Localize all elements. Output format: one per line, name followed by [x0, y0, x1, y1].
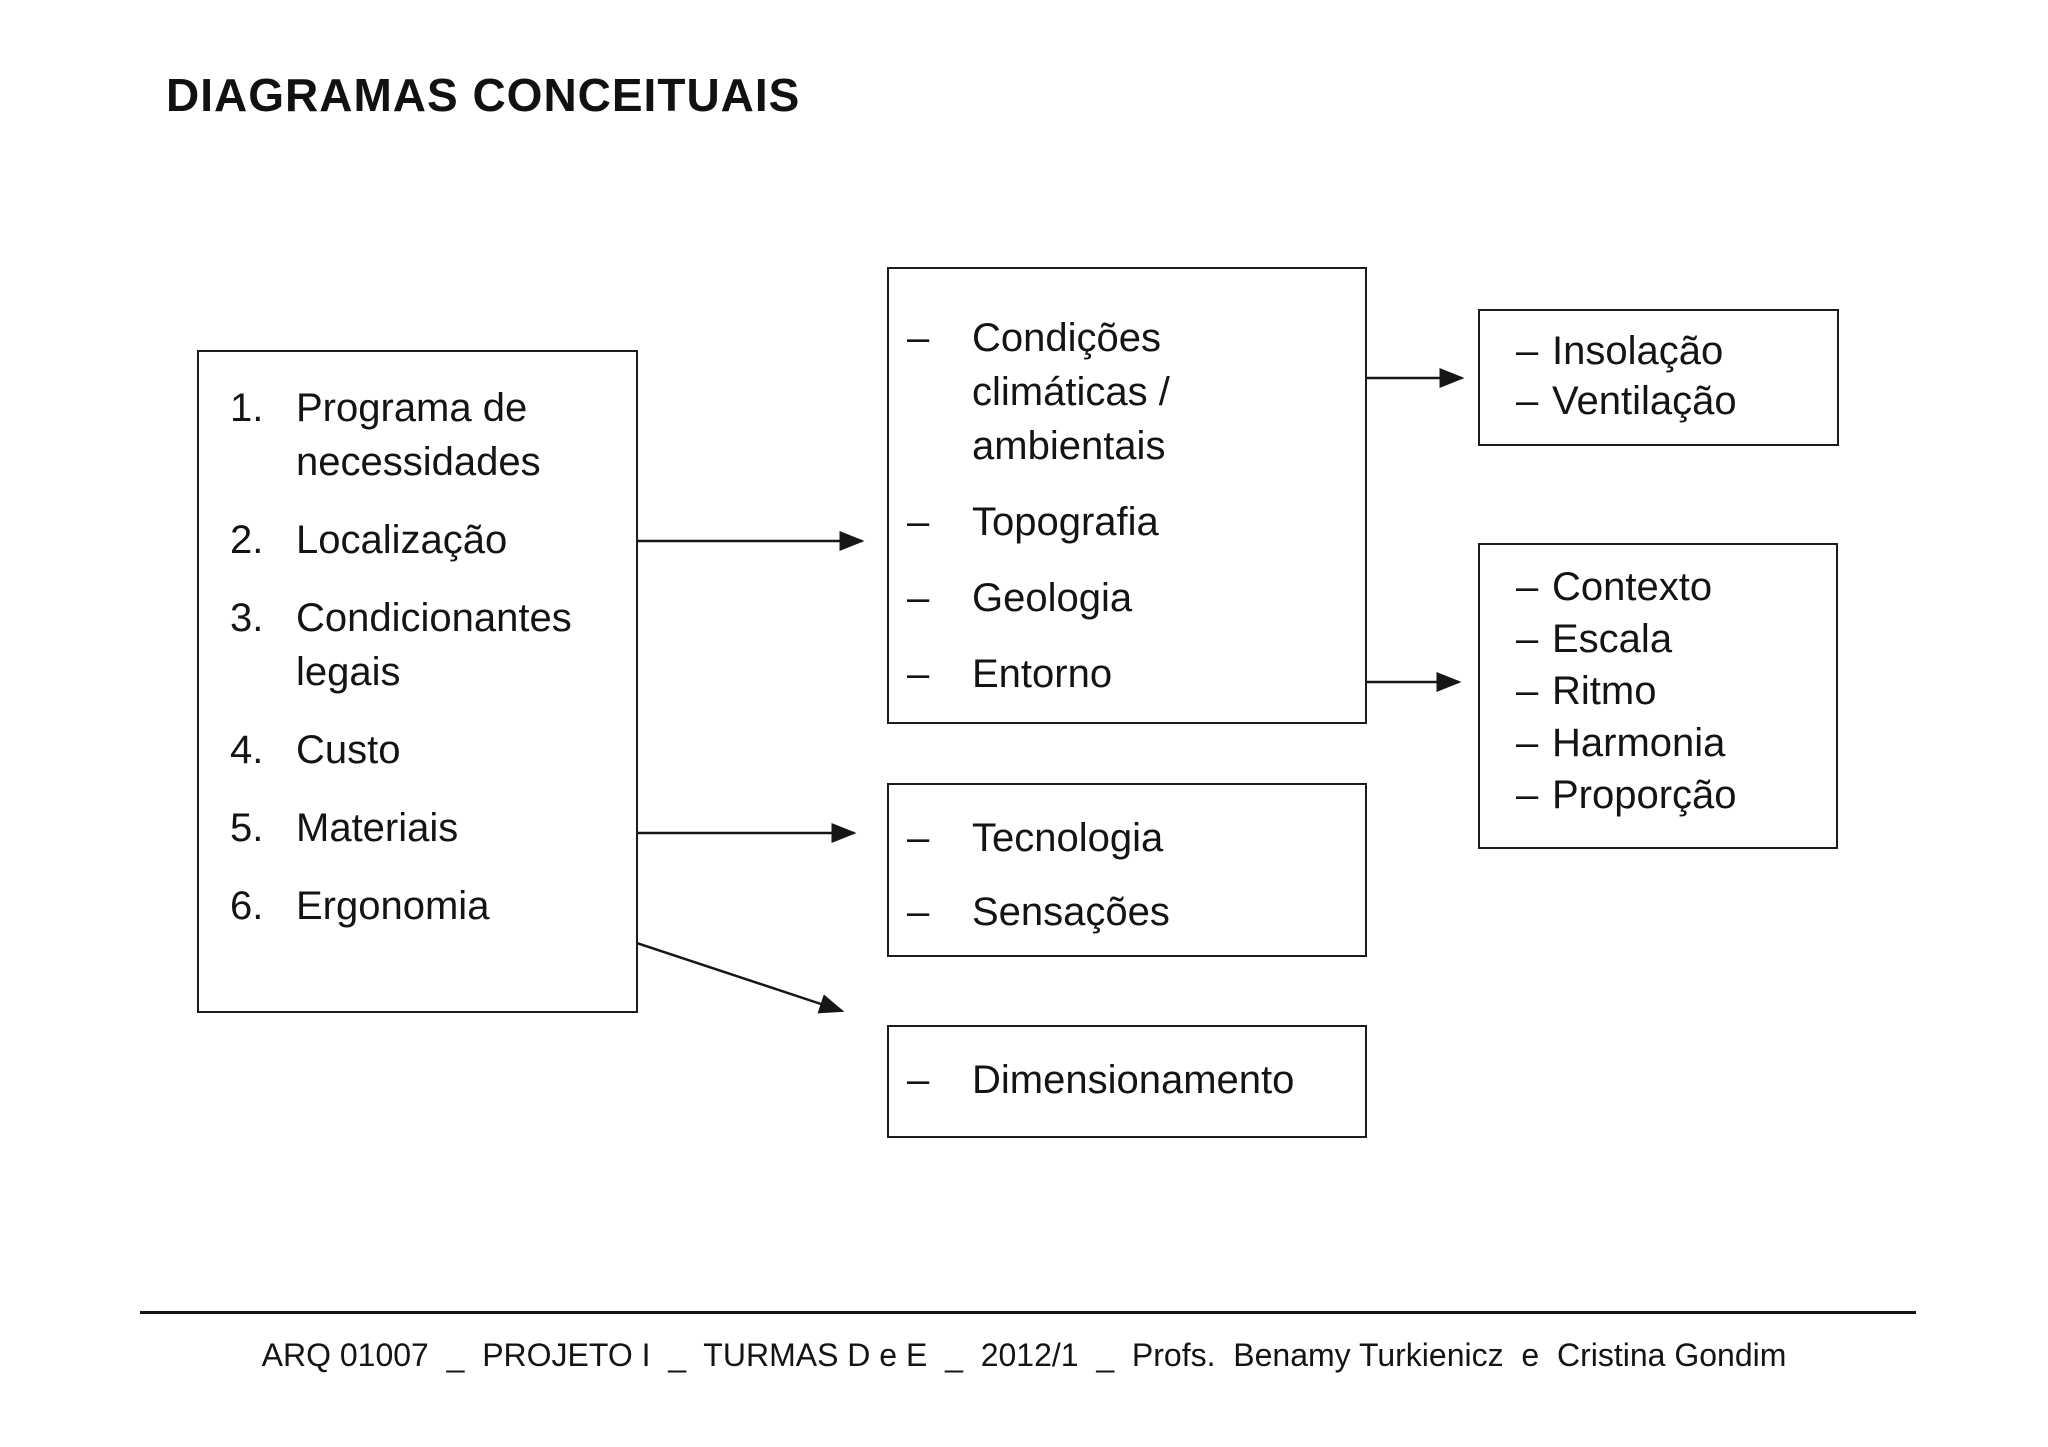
list-item: –Contexto — [1516, 561, 1828, 613]
box-contexto-escala: –Contexto–Escala–Ritmo–Harmonia–Proporçã… — [1478, 543, 1838, 849]
footer-credits: ARQ 01007 _ PROJETO I _ TURMAS D e E _ 2… — [261, 1337, 1787, 1373]
item-number: 5. — [230, 806, 264, 850]
item-label: Condicionantes legais — [296, 596, 572, 694]
item-number: 6. — [230, 884, 264, 928]
list-item: –Harmonia — [1516, 717, 1828, 769]
list-item: –Dimensionamento — [907, 1053, 1355, 1107]
list-item: 6. Ergonomia — [230, 879, 626, 933]
box-dimensionamento: –Dimensionamento — [887, 1025, 1367, 1138]
dash-bullet: – — [1516, 329, 1539, 373]
list-item: 1. Programa de necessidades — [230, 381, 626, 489]
item-label: Ventilação — [1552, 379, 1737, 423]
dash-bullet: – — [907, 576, 930, 620]
list-item: –Tecnologia — [907, 811, 1355, 865]
list-item: –Entorno — [907, 647, 1355, 701]
box-tecnologia-sensacoes: –Tecnologia–Sensações — [887, 783, 1367, 957]
list-item: –Sensações — [907, 885, 1355, 939]
list-item: –Ritmo — [1516, 665, 1828, 717]
dash-bullet: – — [907, 500, 930, 544]
dash-bullet: – — [1516, 669, 1539, 713]
item-label: Ergonomia — [296, 884, 490, 928]
item-label: Escala — [1552, 617, 1673, 661]
box-insolacao-ventilacao: –Insolação–Ventilação — [1478, 309, 1839, 446]
item-label: Topografia — [972, 500, 1159, 544]
dash-bullet: – — [1516, 565, 1539, 609]
dash-bullet: – — [907, 652, 930, 696]
item-label: Ritmo — [1552, 669, 1657, 713]
list-item: –Insolação — [1516, 326, 1829, 376]
list-item: –Proporção — [1516, 769, 1828, 821]
list-item: 3. Condicionantes legais — [230, 591, 626, 699]
list-item: 2. Localização — [230, 513, 626, 567]
list-item: –Escala — [1516, 613, 1828, 665]
page-title: DIAGRAMAS CONCEITUAIS — [166, 69, 801, 121]
box-site-conditions: –Condições climáticas / ambientais–Topog… — [887, 267, 1367, 724]
item-label: Contexto — [1552, 565, 1713, 609]
item-label: Dimensionamento — [972, 1058, 1295, 1102]
item-label: Condições climáticas / ambientais — [972, 316, 1170, 468]
list-item: –Geologia — [907, 571, 1355, 625]
numbered-list: 1. Programa de necessidades 2. Localização 3… — [199, 352, 636, 933]
item-number: 4. — [230, 728, 264, 772]
list-item: –Condições climáticas / ambientais — [907, 311, 1355, 473]
item-label: Localização — [296, 518, 508, 562]
item-label: Programa de necessidades — [296, 386, 541, 484]
item-label: Materiais — [296, 806, 459, 850]
item-number: 2. — [230, 518, 264, 562]
item-number: 3. — [230, 596, 264, 640]
list-item: –Ventilação — [1516, 376, 1829, 426]
dash-bullet: – — [1516, 721, 1539, 765]
item-label: Tecnologia — [972, 816, 1164, 860]
item-label: Geologia — [972, 576, 1133, 620]
item-label: Insolação — [1552, 329, 1724, 373]
dash-bullet: – — [907, 316, 930, 360]
item-label: Harmonia — [1552, 721, 1726, 765]
item-label: Proporção — [1552, 773, 1737, 817]
footer-divider — [140, 1311, 1916, 1314]
dash-bullet: – — [1516, 773, 1539, 817]
item-number: 1. — [230, 386, 264, 430]
dash-bullet: – — [907, 1058, 930, 1102]
list-item: 5. Materiais — [230, 801, 626, 855]
item-label: Custo — [296, 728, 401, 772]
dash-bullet: – — [1516, 379, 1539, 423]
box-program-factors: 1. Programa de necessidades 2. Localização 3… — [197, 350, 638, 1013]
list-item: –Topografia — [907, 495, 1355, 549]
dash-bullet: – — [907, 816, 930, 860]
list-item: 4. Custo — [230, 723, 626, 777]
dash-bullet: – — [1516, 617, 1539, 661]
item-label: Sensações — [972, 890, 1170, 934]
item-label: Entorno — [972, 652, 1113, 696]
dash-bullet: – — [907, 890, 930, 934]
